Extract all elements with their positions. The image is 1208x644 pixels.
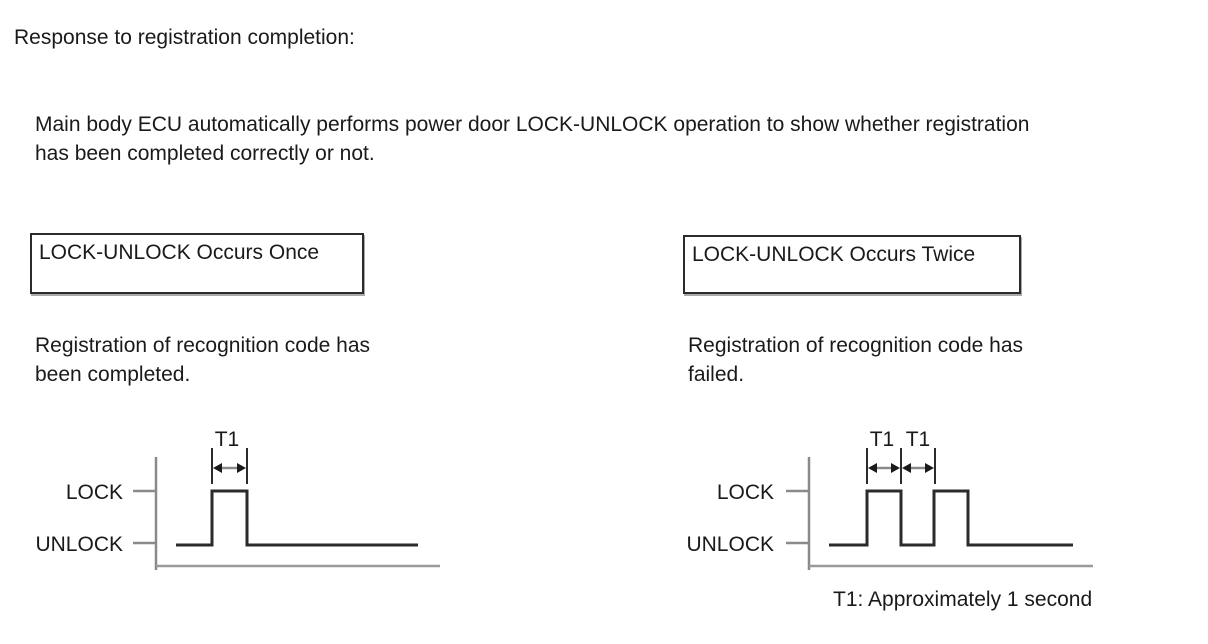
unlock-label: UNLOCK xyxy=(35,533,123,556)
waveform-single-pulse xyxy=(176,489,418,547)
t1-arrowhead-second-left xyxy=(902,463,911,473)
description-line-1: Main body ECU automatically performs pow… xyxy=(35,113,1030,136)
waveform-double-pulse xyxy=(829,489,1073,547)
t1-label-second: T1 xyxy=(906,428,931,451)
lock-label: LOCK xyxy=(717,481,774,504)
description-line-2: has been completed correctly or not. xyxy=(35,142,375,165)
caption-once: Registration of recognition code has bee… xyxy=(35,331,370,389)
result-box-twice: LOCK-UNLOCK Occurs Twice xyxy=(683,235,1021,294)
timing-diagram-twice: T1 T1 LOCK UNLOCK xyxy=(686,428,1093,570)
result-box-once: LOCK-UNLOCK Occurs Once xyxy=(30,233,364,294)
caption-once-line-2: been completed. xyxy=(35,363,191,386)
lock-label: LOCK xyxy=(66,481,123,504)
t1-label: T1 xyxy=(215,428,240,451)
result-box-once-label: LOCK-UNLOCK Occurs Once xyxy=(39,241,320,264)
t1-arrowhead-left xyxy=(213,463,222,473)
page-title: Response to registration completion: xyxy=(14,26,355,49)
t1-footnote: T1: Approximately 1 second xyxy=(833,588,1093,611)
t1-arrowhead-first-left xyxy=(868,463,877,473)
timing-diagram-once: T1 LOCK UNLOCK xyxy=(35,428,440,570)
caption-twice-line-2: failed. xyxy=(688,363,745,386)
caption-once-line-1: Registration of recognition code has xyxy=(35,334,371,357)
caption-twice-line-1: Registration of recognition code has xyxy=(688,334,1024,357)
t1-arrowhead-first-right xyxy=(891,463,900,473)
t1-arrowhead-second-right xyxy=(925,463,934,473)
unlock-label: UNLOCK xyxy=(686,533,774,556)
caption-twice: Registration of recognition code has fai… xyxy=(688,331,1023,389)
description: Main body ECU automatically performs pow… xyxy=(35,110,1029,168)
t1-arrowhead-right xyxy=(237,463,246,473)
t1-label-first: T1 xyxy=(870,428,895,451)
result-box-twice-label: LOCK-UNLOCK Occurs Twice xyxy=(692,243,976,266)
